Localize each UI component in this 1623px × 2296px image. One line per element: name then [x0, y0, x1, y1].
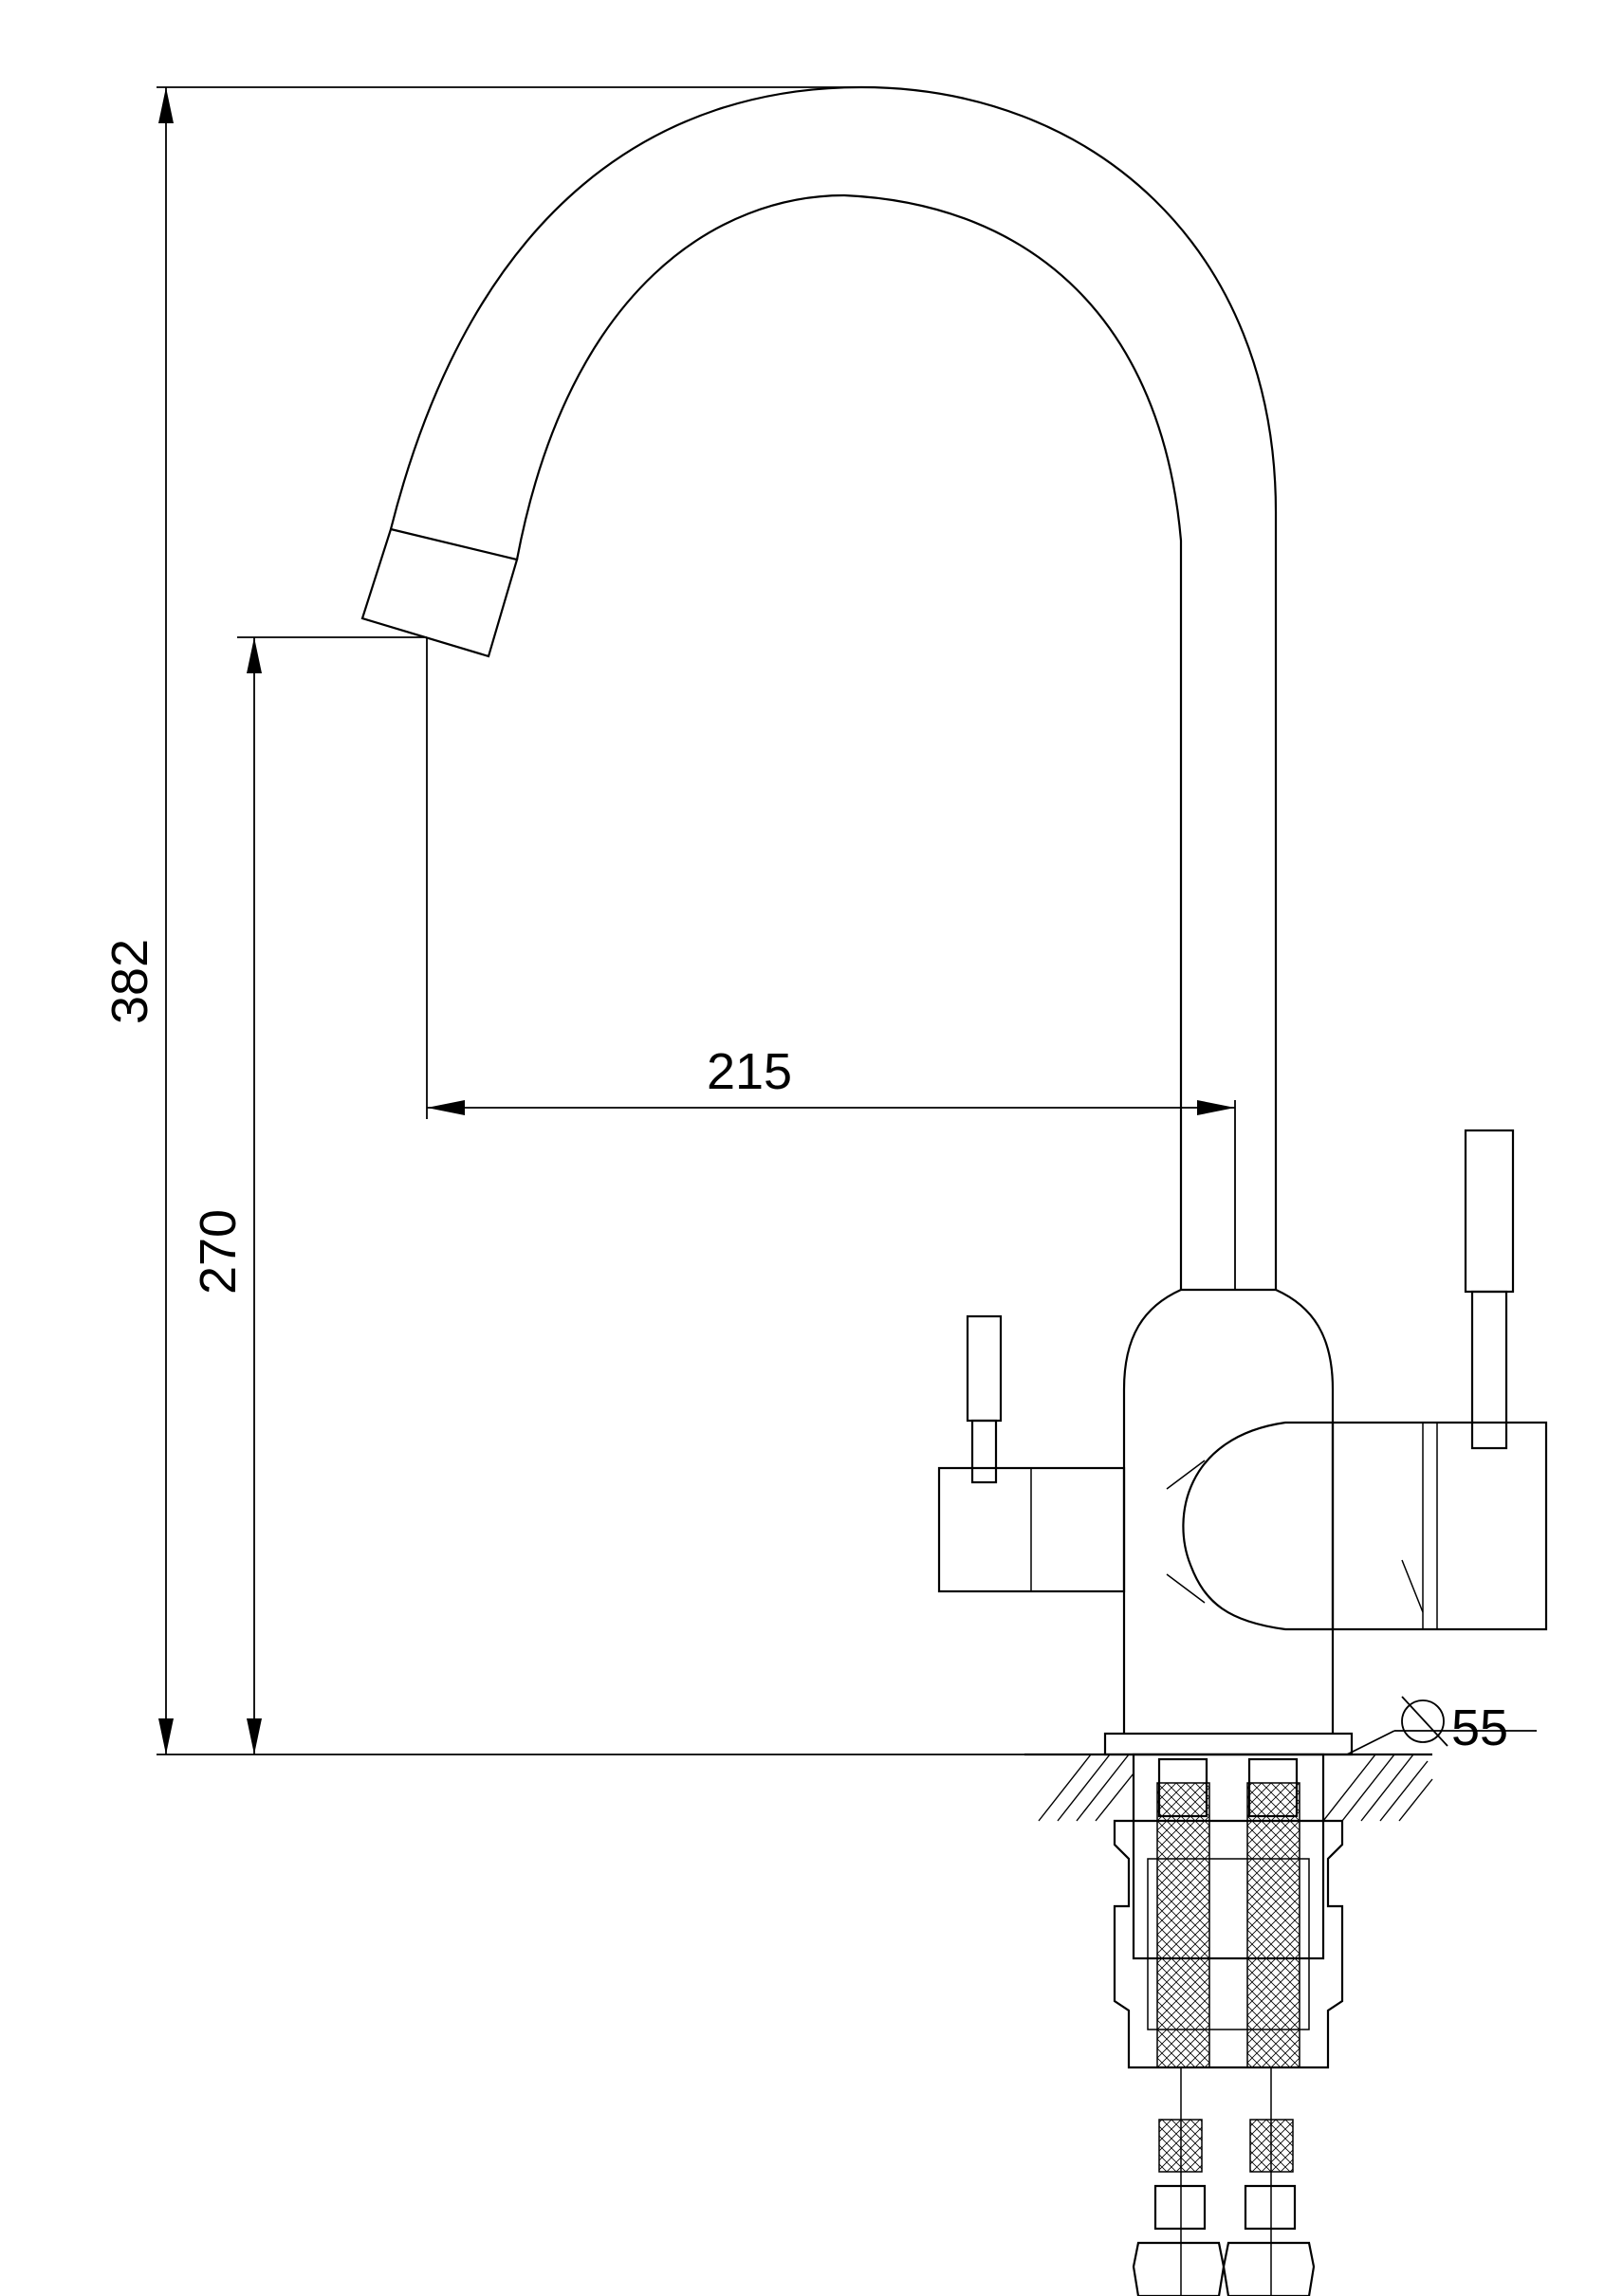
- spout: [360, 85, 1278, 1290]
- supply-hose-right: [1246, 1782, 1300, 2068]
- nut-right: [1222, 2241, 1316, 2296]
- left-handle: [937, 1314, 1126, 1593]
- body-column: [1122, 1288, 1335, 1734]
- mounting-nut: [1113, 1819, 1344, 2069]
- dimension-spout-height: 270: [190, 636, 427, 1754]
- supply-hose-left: [1156, 1782, 1210, 2068]
- spout-height-label: 270: [190, 1209, 247, 1295]
- spout-outer-curve: [389, 85, 1278, 1290]
- faucet-body: [1122, 1288, 1335, 1734]
- dimension-overall-height: 382: [101, 86, 1024, 1755]
- arrow-down-382: [158, 1718, 174, 1754]
- arrow-up-270: [247, 637, 262, 673]
- arrow-down-270: [247, 1718, 262, 1754]
- diameter-symbol-icon: [1401, 1699, 1445, 1743]
- arrow-up-382: [158, 87, 174, 123]
- base-diameter-label: 55: [1451, 1699, 1508, 1756]
- right-handle-stem: [1470, 1290, 1508, 1450]
- overall-height-label: 382: [101, 939, 158, 1024]
- base-ring: [1103, 1732, 1354, 1756]
- right-handle: [1331, 1129, 1548, 1631]
- spout-tip: [360, 527, 519, 658]
- left-handle-stem: [970, 1419, 998, 1484]
- supply-hose-left-fitting: [1157, 1757, 1208, 1818]
- connector-right: [1244, 2184, 1297, 2231]
- body-knob-right: [1182, 1421, 1333, 1631]
- nut-left: [1132, 2241, 1226, 2296]
- shank: [1132, 1753, 1325, 1960]
- dimension-spout-reach: 215: [426, 637, 1236, 1290]
- right-handle-rod: [1464, 1129, 1515, 1294]
- mounting-assembly: [1024, 1732, 1433, 2296]
- spout-inner-curve: [515, 193, 1183, 1290]
- arrow-right-215: [1197, 1100, 1235, 1115]
- spout-reach-label: 215: [707, 1043, 792, 1100]
- right-handle-bevel: [1401, 1559, 1424, 1613]
- mounting-nut-inner: [1147, 1858, 1310, 2030]
- countertop-hatching: [1038, 1754, 1433, 1822]
- body-knob-left-hint: [1166, 1460, 1206, 1604]
- left-handle-rod: [966, 1314, 1003, 1423]
- right-handle-block: [1331, 1421, 1548, 1631]
- arrow-left-215: [427, 1100, 465, 1115]
- supply-hose-right-fitting: [1247, 1757, 1299, 1818]
- dimension-base-diameter: 55: [1346, 1696, 1537, 1756]
- connector-left: [1153, 2184, 1207, 2231]
